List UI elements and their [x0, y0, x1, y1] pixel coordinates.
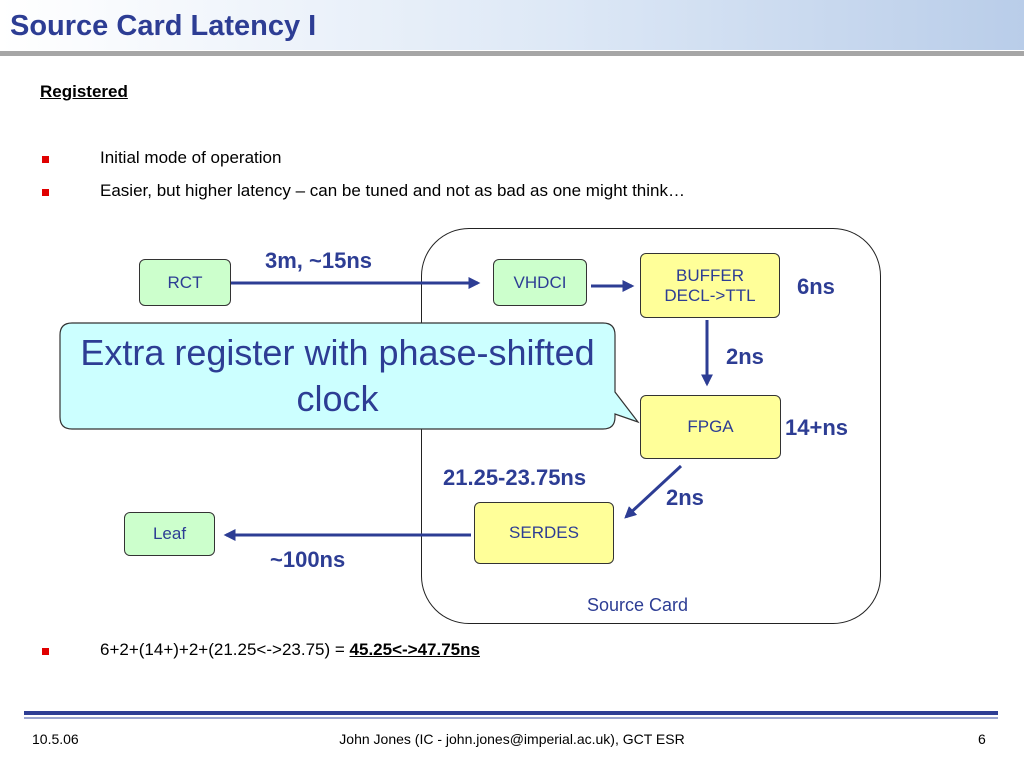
formula-expression: 6+2+(14+)+2+(21.25<->23.75) = [100, 640, 350, 659]
latency-buffer: 6ns [797, 274, 835, 299]
fpga-label: FPGA [687, 417, 734, 436]
latency-buffer-fpga: 2ns [726, 344, 764, 369]
bullet-text-2: Easier, but higher latency – can be tune… [100, 181, 685, 200]
footer-page-number: 6 [978, 731, 986, 747]
latency-rct-vhdci: 3m, ~15ns [265, 248, 373, 273]
callout-shape [59, 322, 640, 430]
latency-fpga: 14+ns [785, 415, 848, 440]
vhdci-label: VHDCI [513, 272, 567, 292]
title-divider [0, 51, 1024, 56]
arrow-fpga-serdes [624, 464, 683, 519]
leaf-box: Leaf [124, 512, 215, 556]
title-bar [0, 0, 1024, 50]
subheading: Registered [40, 82, 128, 101]
leaf-label: Leaf [152, 524, 187, 543]
vhdci-box: VHDCI [493, 259, 587, 306]
latency-serdes-leaf: ~100ns [270, 547, 346, 572]
footer-date: 10.5.06 [32, 731, 79, 747]
bullet-marker [42, 648, 49, 655]
latency-formula: 6+2+(14+)+2+(21.25<->23.75) = 45.25<->47… [100, 640, 480, 660]
bullet-marker [42, 189, 49, 196]
slide-title: Source Card Latency I [10, 10, 317, 42]
formula-result: 45.25<->47.75ns [349, 640, 480, 659]
serdes-box: SERDES [474, 502, 614, 564]
rct-label: RCT [167, 272, 203, 292]
footer-divider [24, 711, 998, 715]
latency-fpga-serdes: 2ns [666, 485, 704, 510]
source-card-label: Source Card [587, 595, 689, 615]
bullet-marker [42, 156, 49, 163]
buffer-box: BUFFER DECL->TTL [640, 253, 780, 318]
footer-author: John Jones (IC - john.jones@imperial.ac.… [339, 731, 685, 747]
callout-text: Extra register with phase-shifted clock [80, 332, 595, 419]
buffer-label-line1: BUFFER [676, 265, 744, 285]
footer-divider-thin [24, 717, 998, 719]
fpga-box: FPGA [640, 395, 781, 459]
rct-box: RCT [139, 259, 231, 306]
bullet-text-1: Initial mode of operation [100, 148, 282, 167]
buffer-label-line2: DECL->TTL [664, 285, 756, 305]
serdes-label: SERDES [509, 523, 579, 542]
latency-serdes: 21.25-23.75ns [443, 465, 587, 490]
